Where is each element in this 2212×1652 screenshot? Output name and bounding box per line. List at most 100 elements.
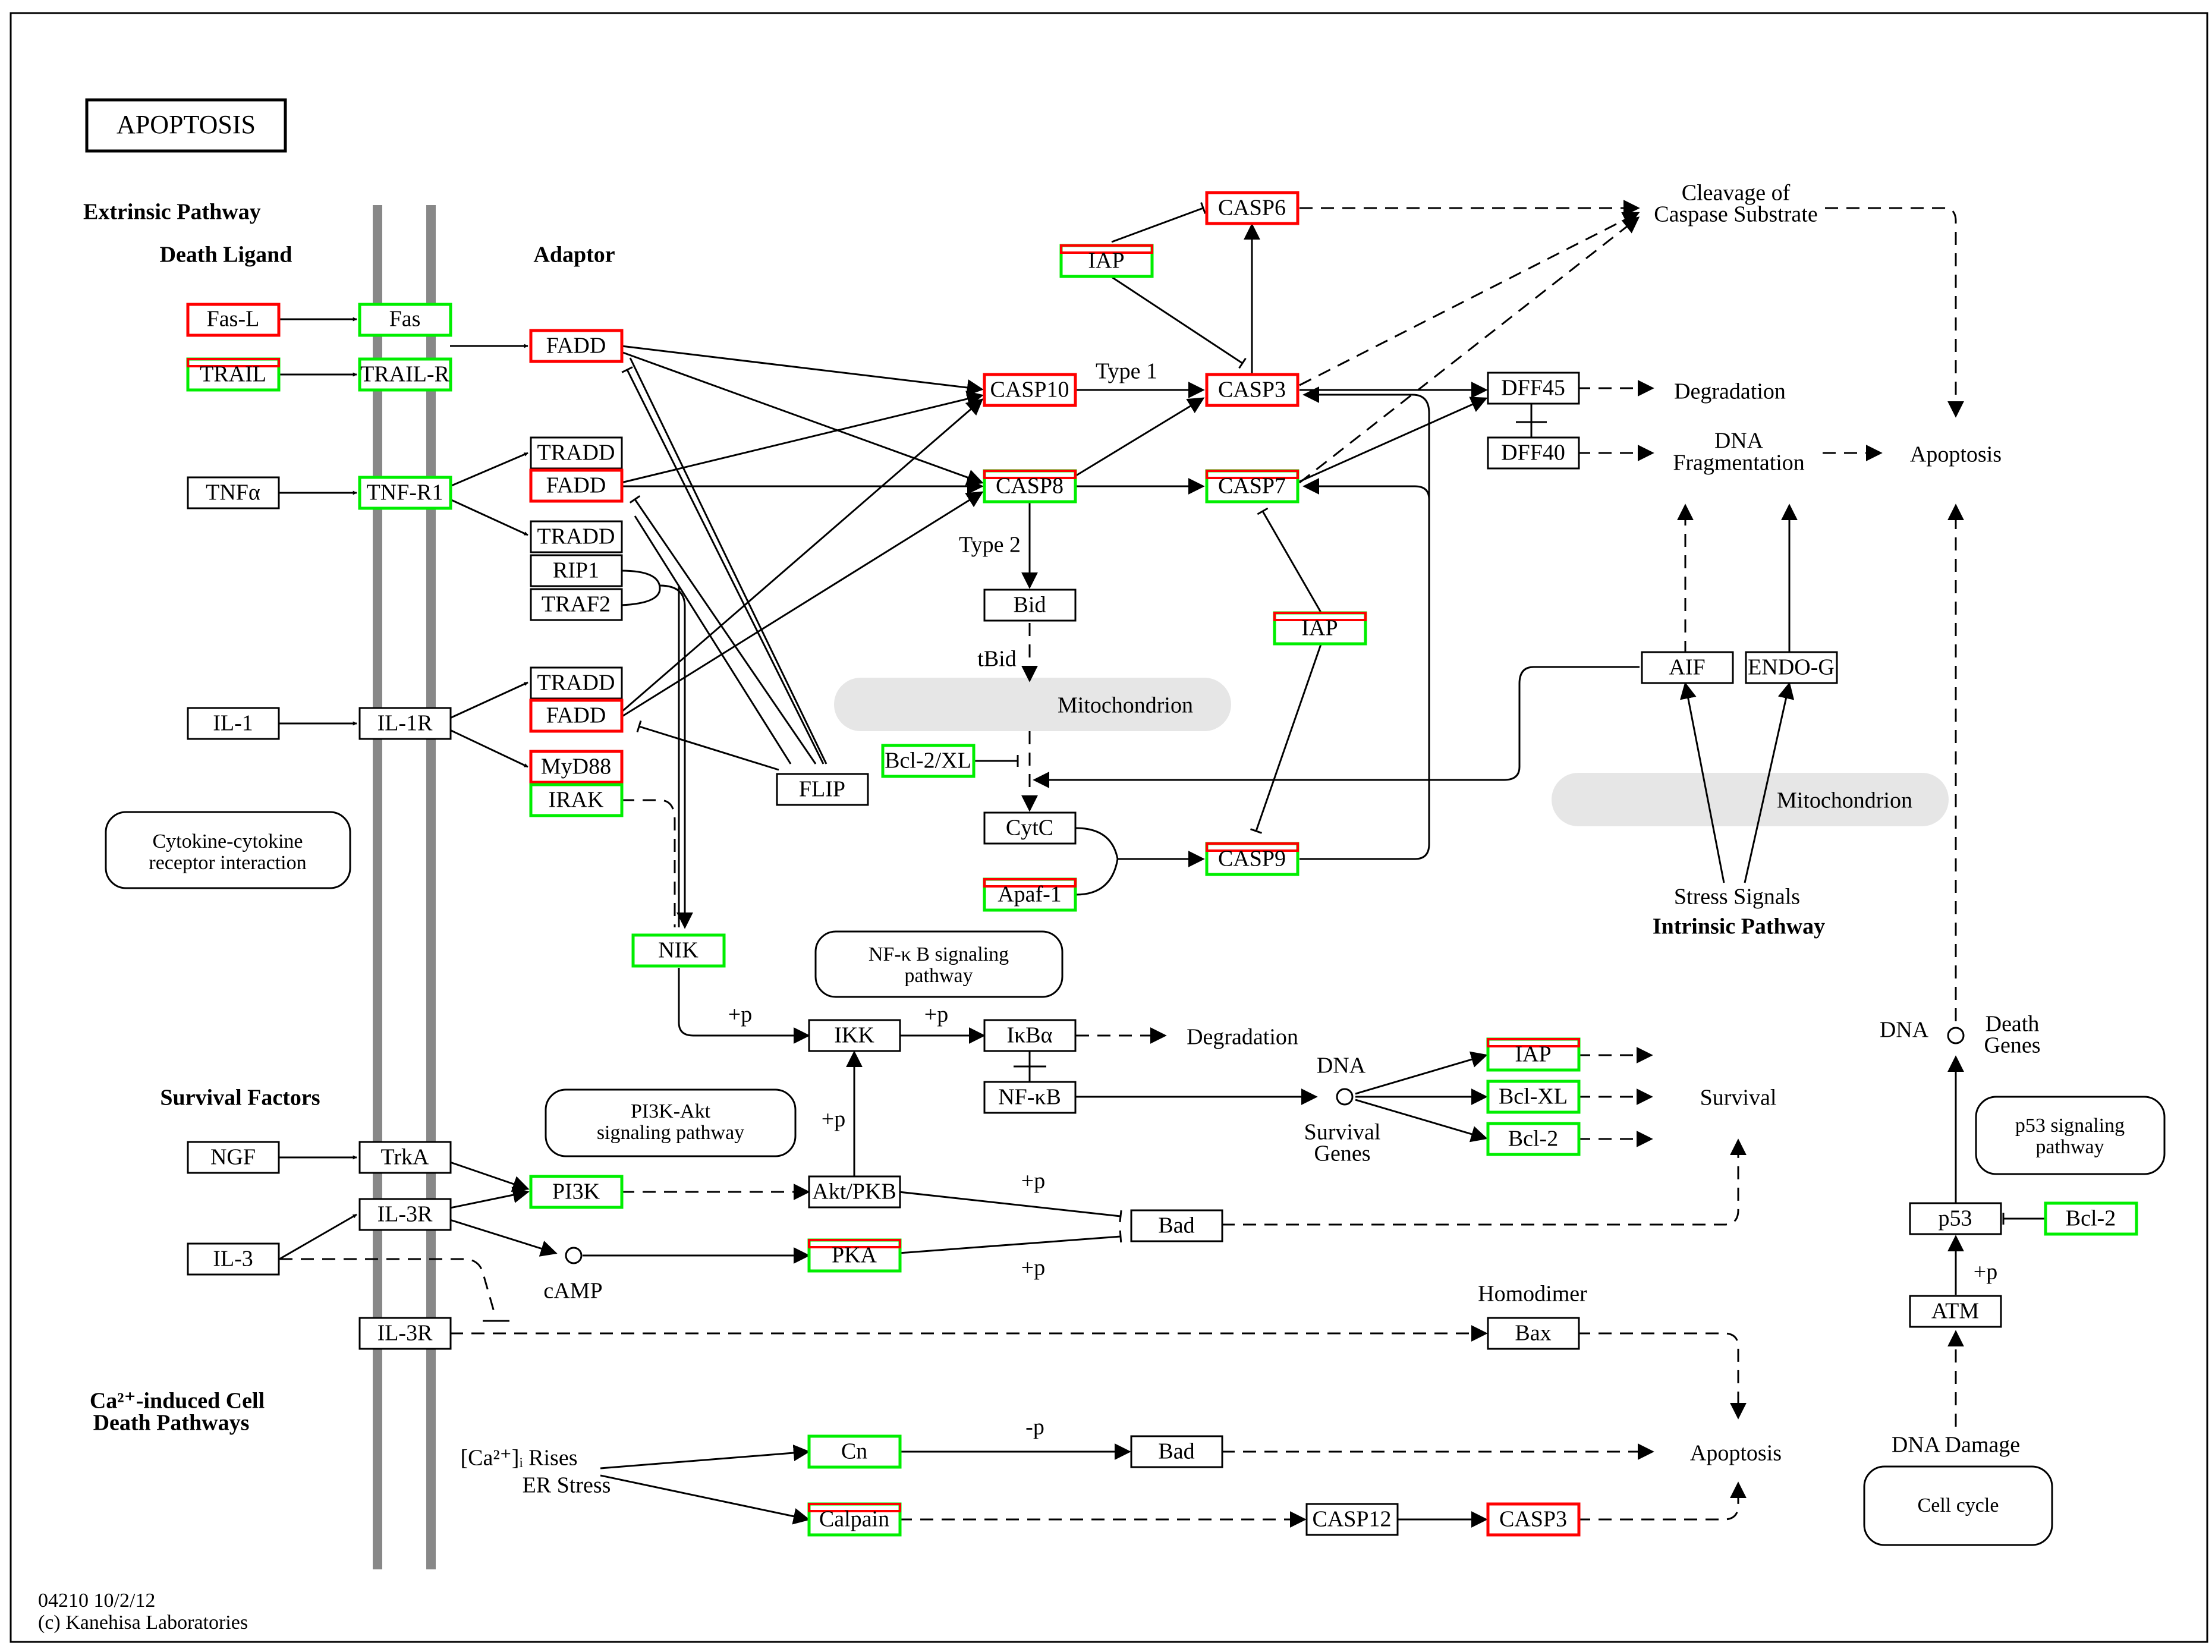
node-fas[interactable]	[358, 303, 452, 337]
node-traf2[interactable]	[530, 588, 623, 621]
edge-flip-a	[629, 357, 827, 764]
edge-stress-endog	[1744, 682, 1795, 883]
edge-trka-pi3k	[449, 1161, 530, 1192]
map-pi3k-akt[interactable]	[545, 1088, 797, 1157]
node-bcl2-a[interactable]	[1486, 1122, 1581, 1156]
node-aktpkb[interactable]	[808, 1175, 901, 1209]
node-aif[interactable]	[1641, 651, 1734, 684]
node-flip[interactable]	[776, 773, 869, 806]
node-ikba[interactable]	[983, 1019, 1077, 1052]
node-casp12[interactable]	[1305, 1503, 1399, 1536]
node-casp6[interactable]	[1205, 191, 1299, 225]
node-cn[interactable]	[807, 1434, 902, 1469]
node-bid[interactable]	[983, 589, 1077, 622]
node-bcl2-b[interactable]	[2044, 1201, 2138, 1236]
node-il3r-b-label: IL-3R	[377, 1321, 433, 1346]
edge-iap2-casp9	[1250, 644, 1322, 834]
map-nfkb[interactable]	[814, 930, 1063, 998]
label-adaptor: Adaptor	[533, 243, 615, 268]
edge-fadd1-casp10	[621, 345, 984, 396]
node-trailr[interactable]	[358, 357, 452, 392]
node-bad-1[interactable]	[1130, 1209, 1223, 1242]
node-fas-label: Fas	[389, 307, 421, 332]
map-nfkb-line2: pathway	[904, 965, 973, 987]
node-bax[interactable]	[1487, 1317, 1580, 1350]
map-cytokine[interactable]	[105, 811, 351, 889]
node-tradd-1[interactable]	[530, 436, 623, 470]
node-nik-label: NIK	[658, 938, 698, 963]
node-il3r-b[interactable]	[358, 1317, 452, 1350]
node-ikk[interactable]	[808, 1019, 901, 1052]
node-tradd-3[interactable]	[530, 666, 623, 700]
node-trka[interactable]	[358, 1141, 452, 1174]
label-ca-pathway-1: Ca²⁺-induced Cell	[90, 1389, 265, 1414]
node-casp8-inner	[983, 470, 1077, 479]
node-cytc[interactable]	[983, 811, 1077, 845]
node-endog[interactable]	[1745, 651, 1838, 684]
node-casp7-label: CASP7	[1218, 474, 1286, 499]
edge-rip1-nik	[621, 569, 661, 606]
node-nfkb[interactable]	[983, 1081, 1077, 1114]
node-ikk-label: IKK	[834, 1023, 874, 1048]
node-bclxl-label: Bcl-XL	[1499, 1084, 1568, 1109]
node-trail[interactable]	[186, 357, 281, 392]
node-il1r[interactable]	[358, 707, 452, 740]
node-tnfr1[interactable]	[358, 476, 452, 510]
node-fadd-2[interactable]	[529, 468, 624, 503]
node-dff45[interactable]	[1487, 372, 1580, 405]
node-fasl[interactable]	[186, 303, 281, 337]
node-casp3[interactable]	[1205, 373, 1299, 407]
node-casp7[interactable]	[1205, 469, 1299, 504]
node-irak-label: IRAK	[549, 788, 604, 813]
node-iap-3[interactable]	[1486, 1037, 1581, 1072]
edge-nik-ikk	[678, 968, 810, 1044]
node-irak[interactable]	[529, 783, 624, 817]
label-p-atm: +p	[1974, 1260, 1997, 1285]
node-aktpkb-label: Akt/PKB	[812, 1179, 896, 1204]
node-il1r-label: IL-1R	[377, 711, 433, 736]
node-iap-1[interactable]	[1059, 244, 1154, 278]
label-tbid: tBid	[977, 647, 1016, 672]
edge-il3r-camp	[449, 1219, 558, 1257]
label-survival: Survival	[1700, 1085, 1777, 1110]
node-nik[interactable]	[631, 933, 726, 968]
edge-ca-calpain	[600, 1474, 810, 1525]
node-fadd-3[interactable]	[529, 698, 624, 733]
node-il3r-a[interactable]	[358, 1198, 452, 1231]
node-il3[interactable]	[187, 1242, 280, 1276]
node-bcl2-a-label: Bcl-2	[1508, 1126, 1558, 1151]
node-rip1[interactable]	[530, 554, 623, 587]
map-p53[interactable]	[1975, 1096, 2166, 1175]
node-fadd-1[interactable]	[529, 329, 624, 363]
node-il1[interactable]	[187, 707, 280, 740]
label-p-bad-1: +p	[1021, 1169, 1045, 1194]
node-bcl2xl[interactable]	[881, 744, 976, 778]
node-casp3-b[interactable]	[1486, 1502, 1581, 1537]
label-extrinsic-pathway: Extrinsic Pathway	[83, 200, 261, 225]
node-trail-label: TRAIL	[200, 362, 266, 387]
node-tnfa[interactable]	[187, 476, 280, 509]
node-tradd-2[interactable]	[530, 520, 623, 553]
node-myd88[interactable]	[529, 750, 624, 784]
edge-fadd3-casp8	[621, 491, 984, 718]
node-p53[interactable]	[1909, 1202, 2002, 1235]
node-calpain[interactable]	[807, 1502, 902, 1537]
node-ngf[interactable]	[187, 1141, 280, 1174]
edge-stress-aif	[1680, 682, 1725, 883]
label-apoptosis-2: Apoptosis	[1690, 1441, 1782, 1466]
edge-tnfr1-tradd2	[449, 498, 528, 536]
node-fadd-2-label: FADD	[546, 473, 606, 498]
node-casp10[interactable]	[983, 373, 1077, 407]
map-p53-line1: p53 signaling	[2015, 1115, 2125, 1137]
node-atm[interactable]	[1909, 1295, 2002, 1328]
label-apoptosis-1: Apoptosis	[1910, 442, 2002, 467]
node-bad-2[interactable]	[1130, 1435, 1223, 1468]
node-bclxl[interactable]	[1486, 1080, 1581, 1114]
node-dff40[interactable]	[1487, 436, 1580, 470]
label-ca-pathway-2: Death Pathways	[93, 1411, 250, 1436]
node-pi3k[interactable]	[529, 1175, 624, 1209]
node-il3r-a-label: IL-3R	[377, 1202, 433, 1227]
edge-ca-cn	[600, 1445, 810, 1470]
edge-flip-fadd3	[636, 720, 779, 771]
map-cell-cycle[interactable]	[1863, 1465, 2053, 1546]
